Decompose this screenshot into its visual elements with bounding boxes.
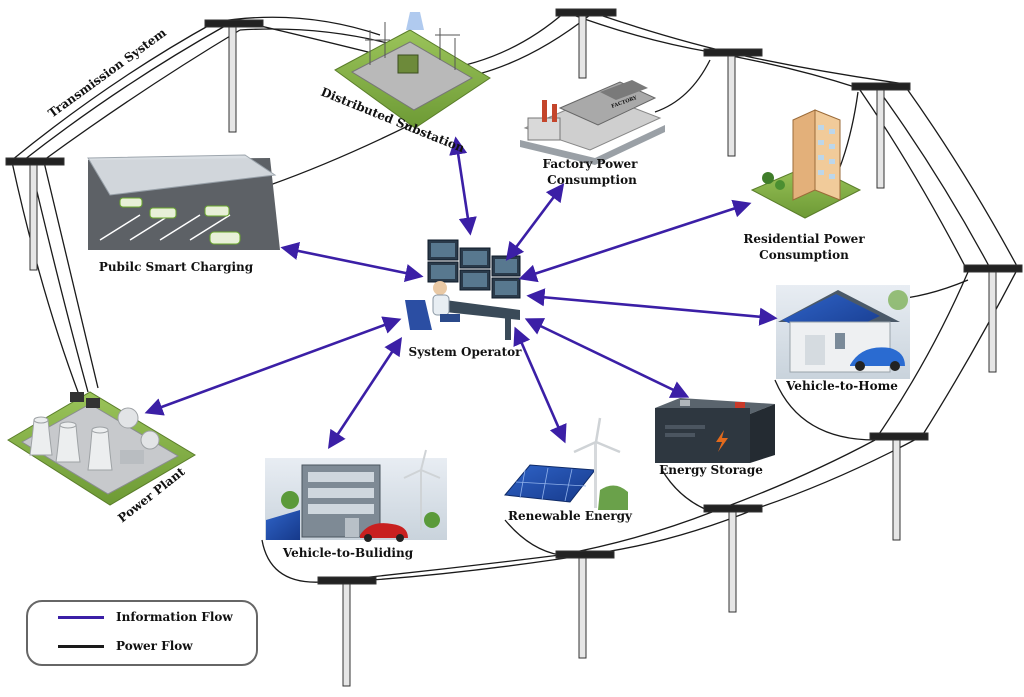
arrow-substation [449,136,477,236]
label-v2h: Vehicle-to-Home [785,379,898,393]
arrow-storage [524,318,690,398]
pole-bottom-left [317,576,377,687]
label-residential-line2: Consumption [759,248,849,262]
label-charging: Pubilc Smart Charging [99,260,254,274]
pole-far-right [851,82,911,189]
pole-left [5,157,65,271]
information-flow-arrows [144,136,778,450]
legend-info-row: Information Flow [58,607,233,627]
arrow-v2h [526,288,778,326]
residential-illustration [750,109,862,219]
legend-info-swatch [58,615,104,619]
pole-bottom-mid [555,550,615,659]
substation-illustration [334,12,491,129]
legend-power-row: Power Flow [58,636,193,656]
label-storage: Energy Storage [659,463,763,477]
arrow-factory [505,183,565,261]
pole-east [963,264,1023,373]
label-operator: System Operator [409,345,523,359]
arrow-charging [280,242,424,282]
label-v2b: Vehicle-to-Buliding [282,546,414,560]
renewable-illustration [504,417,628,510]
pole-top-left [204,19,264,133]
utility-poles [5,8,1023,687]
label-transmission: Transmission System [46,25,169,120]
label-renewable: Renewable Energy [508,509,633,523]
v2h-illustration [776,285,910,379]
legend [26,600,258,666]
operator-illustration [405,239,521,340]
label-factory-line2: Consumption [547,173,637,187]
battery-illustration [655,398,775,463]
v2b-illustration [265,449,447,542]
pole-south [703,504,763,613]
arrow-renewable [513,326,567,444]
arrow-residential [518,199,752,283]
legend-info-label: Information Flow [116,610,233,624]
charging-illustration [87,154,280,250]
arrow-v2b [327,336,403,450]
legend-power-label: Power Flow [116,639,193,653]
legend-power-swatch [58,644,104,648]
pole-right [703,48,763,157]
arrow-power-plant [144,316,402,416]
label-factory-line1: Factory Power [543,157,639,171]
power-plant-illustration [7,391,196,506]
label-residential-line1: Residential Power [743,232,865,246]
pole-top-mid [555,8,617,79]
pole-south-east [869,432,929,541]
factory-illustration: FACTORY [520,80,665,165]
